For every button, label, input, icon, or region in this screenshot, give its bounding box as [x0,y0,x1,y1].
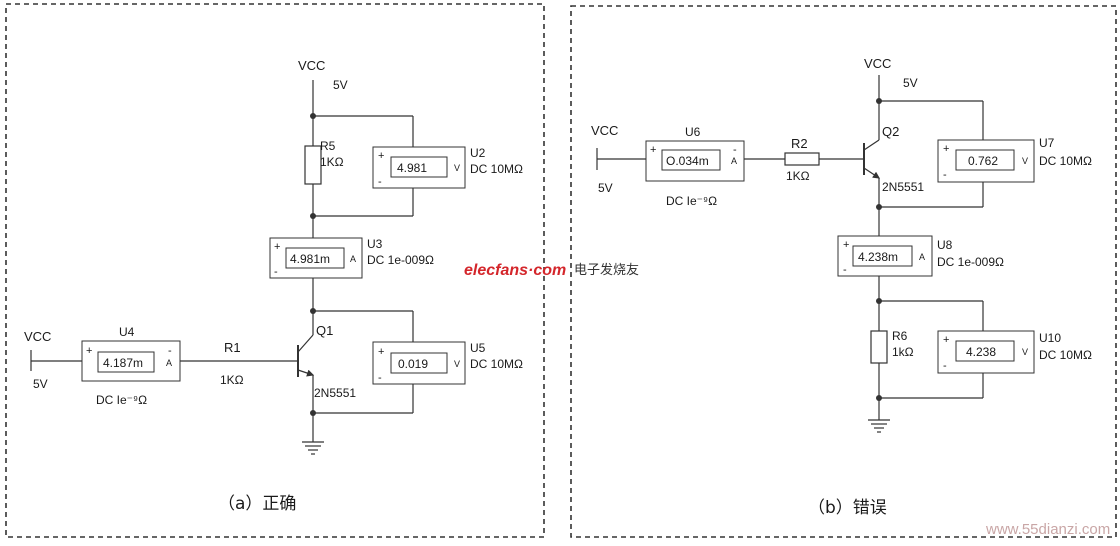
u5-unit: V [454,359,460,369]
u4-name: U4 [119,325,135,339]
meter-u3: 4.981m A + - [269,237,363,279]
u7-plus: + [943,143,949,155]
watermark-brand: elecfans·com [464,262,566,279]
r1-name: R1 [224,340,241,355]
u5-plus: + [378,346,384,358]
q1-name: Q1 [316,323,333,338]
u5-spec: DC 10MΩ [470,357,523,371]
u8-plus: + [843,239,849,251]
u7-unit: V [1022,156,1028,166]
u4-unit: A [166,358,172,368]
u5-reading: 0.019 [398,357,428,371]
meter-u6: O.034m A + - [645,140,745,182]
u8-reading: 4.238m [858,250,898,264]
u10-unit: V [1022,347,1028,357]
u7-spec: DC 10MΩ [1039,154,1092,168]
vcc-top-voltage-b: 5V [903,76,918,90]
panel-a-junctions [310,113,316,416]
u4-plus: + [86,345,92,357]
u3-minus: - [274,266,278,278]
u2-plus: + [378,150,384,162]
r6-name: R6 [892,329,908,343]
u8-name: U8 [937,238,953,252]
u3-spec: DC 1e-009Ω [367,253,434,267]
r5-value: 1KΩ [320,155,344,169]
meter-u5: 0.019 V + - [372,341,466,385]
u5-name: U5 [470,341,486,355]
u2-unit: V [454,163,460,173]
meter-u2: 4.981 V + - [372,146,466,189]
u8-unit: A [919,252,925,262]
u6-plus: + [650,144,656,156]
panel-a-wires [30,80,414,455]
u6-minus: - [733,144,737,156]
u6-reading: O.034m [666,154,709,168]
panel-b-junctions [876,98,882,401]
q2-model: 2N5551 [882,180,924,194]
vcc-left-label-a: VCC [24,329,51,344]
r2-value: 1KΩ [786,169,810,183]
vcc-left-label-b: VCC [591,123,618,138]
panel-b-caption: （b）错误 [808,498,887,518]
r2-name: R2 [791,136,808,151]
u7-minus: - [943,169,947,181]
u4-spec: DC Ie⁻⁹Ω [96,393,147,407]
q1-model: 2N5551 [314,386,356,400]
u4-reading: 4.187m [103,356,143,370]
r5-name: R5 [320,139,336,153]
watermark-brand-cn: 电子发烧友 [574,262,639,278]
u2-spec: DC 10MΩ [470,162,523,176]
u10-reading: 4.238 [966,345,996,359]
u6-spec: DC Ie⁻⁹Ω [666,194,717,208]
vcc-left-voltage-b: 5V [598,181,613,195]
resistor-r6 [870,330,888,364]
u2-reading: 4.981 [397,161,427,175]
vcc-left-voltage-a: 5V [33,377,48,391]
u3-name: U3 [367,237,383,251]
u8-spec: DC 1e-009Ω [937,255,1004,269]
u7-name: U7 [1039,136,1055,150]
meter-u7: 0.762 V + - [937,139,1035,183]
vcc-top-voltage-a: 5V [333,78,348,92]
meter-u4: 4.187m A + - [81,340,181,382]
u2-minus: - [378,176,382,188]
u10-plus: + [943,334,949,346]
panel-b-border [570,5,1117,538]
panel-a-border [5,3,545,538]
u3-unit: A [350,254,356,264]
panel-b-wires [596,75,984,433]
meter-u10: 4.238 V + - [937,330,1035,374]
panel-a-caption: （a）正确 [218,494,296,514]
u2-name: U2 [470,146,486,160]
meter-u8: 4.238m A + - [837,235,933,277]
u5-minus: - [378,372,382,384]
u10-name: U10 [1039,331,1061,345]
u10-minus: - [943,360,947,372]
vcc-top-label-a: VCC [298,58,325,73]
r6-value: 1kΩ [892,345,914,359]
u7-reading: 0.762 [968,154,998,168]
u3-reading: 4.981m [290,252,330,266]
watermark-site: www.55dianzi.com [985,521,1110,538]
u3-plus: + [274,241,280,253]
u6-name: U6 [685,125,701,139]
q2-name: Q2 [882,124,899,139]
vcc-top-label-b: VCC [864,56,891,71]
r1-value: 1KΩ [220,373,244,387]
u6-unit: A [731,156,737,166]
u8-minus: - [843,264,847,276]
u10-spec: DC 10MΩ [1039,348,1092,362]
u4-minus: - [168,345,172,357]
resistor-r2 [784,152,820,166]
resistor-r5 [304,145,322,185]
